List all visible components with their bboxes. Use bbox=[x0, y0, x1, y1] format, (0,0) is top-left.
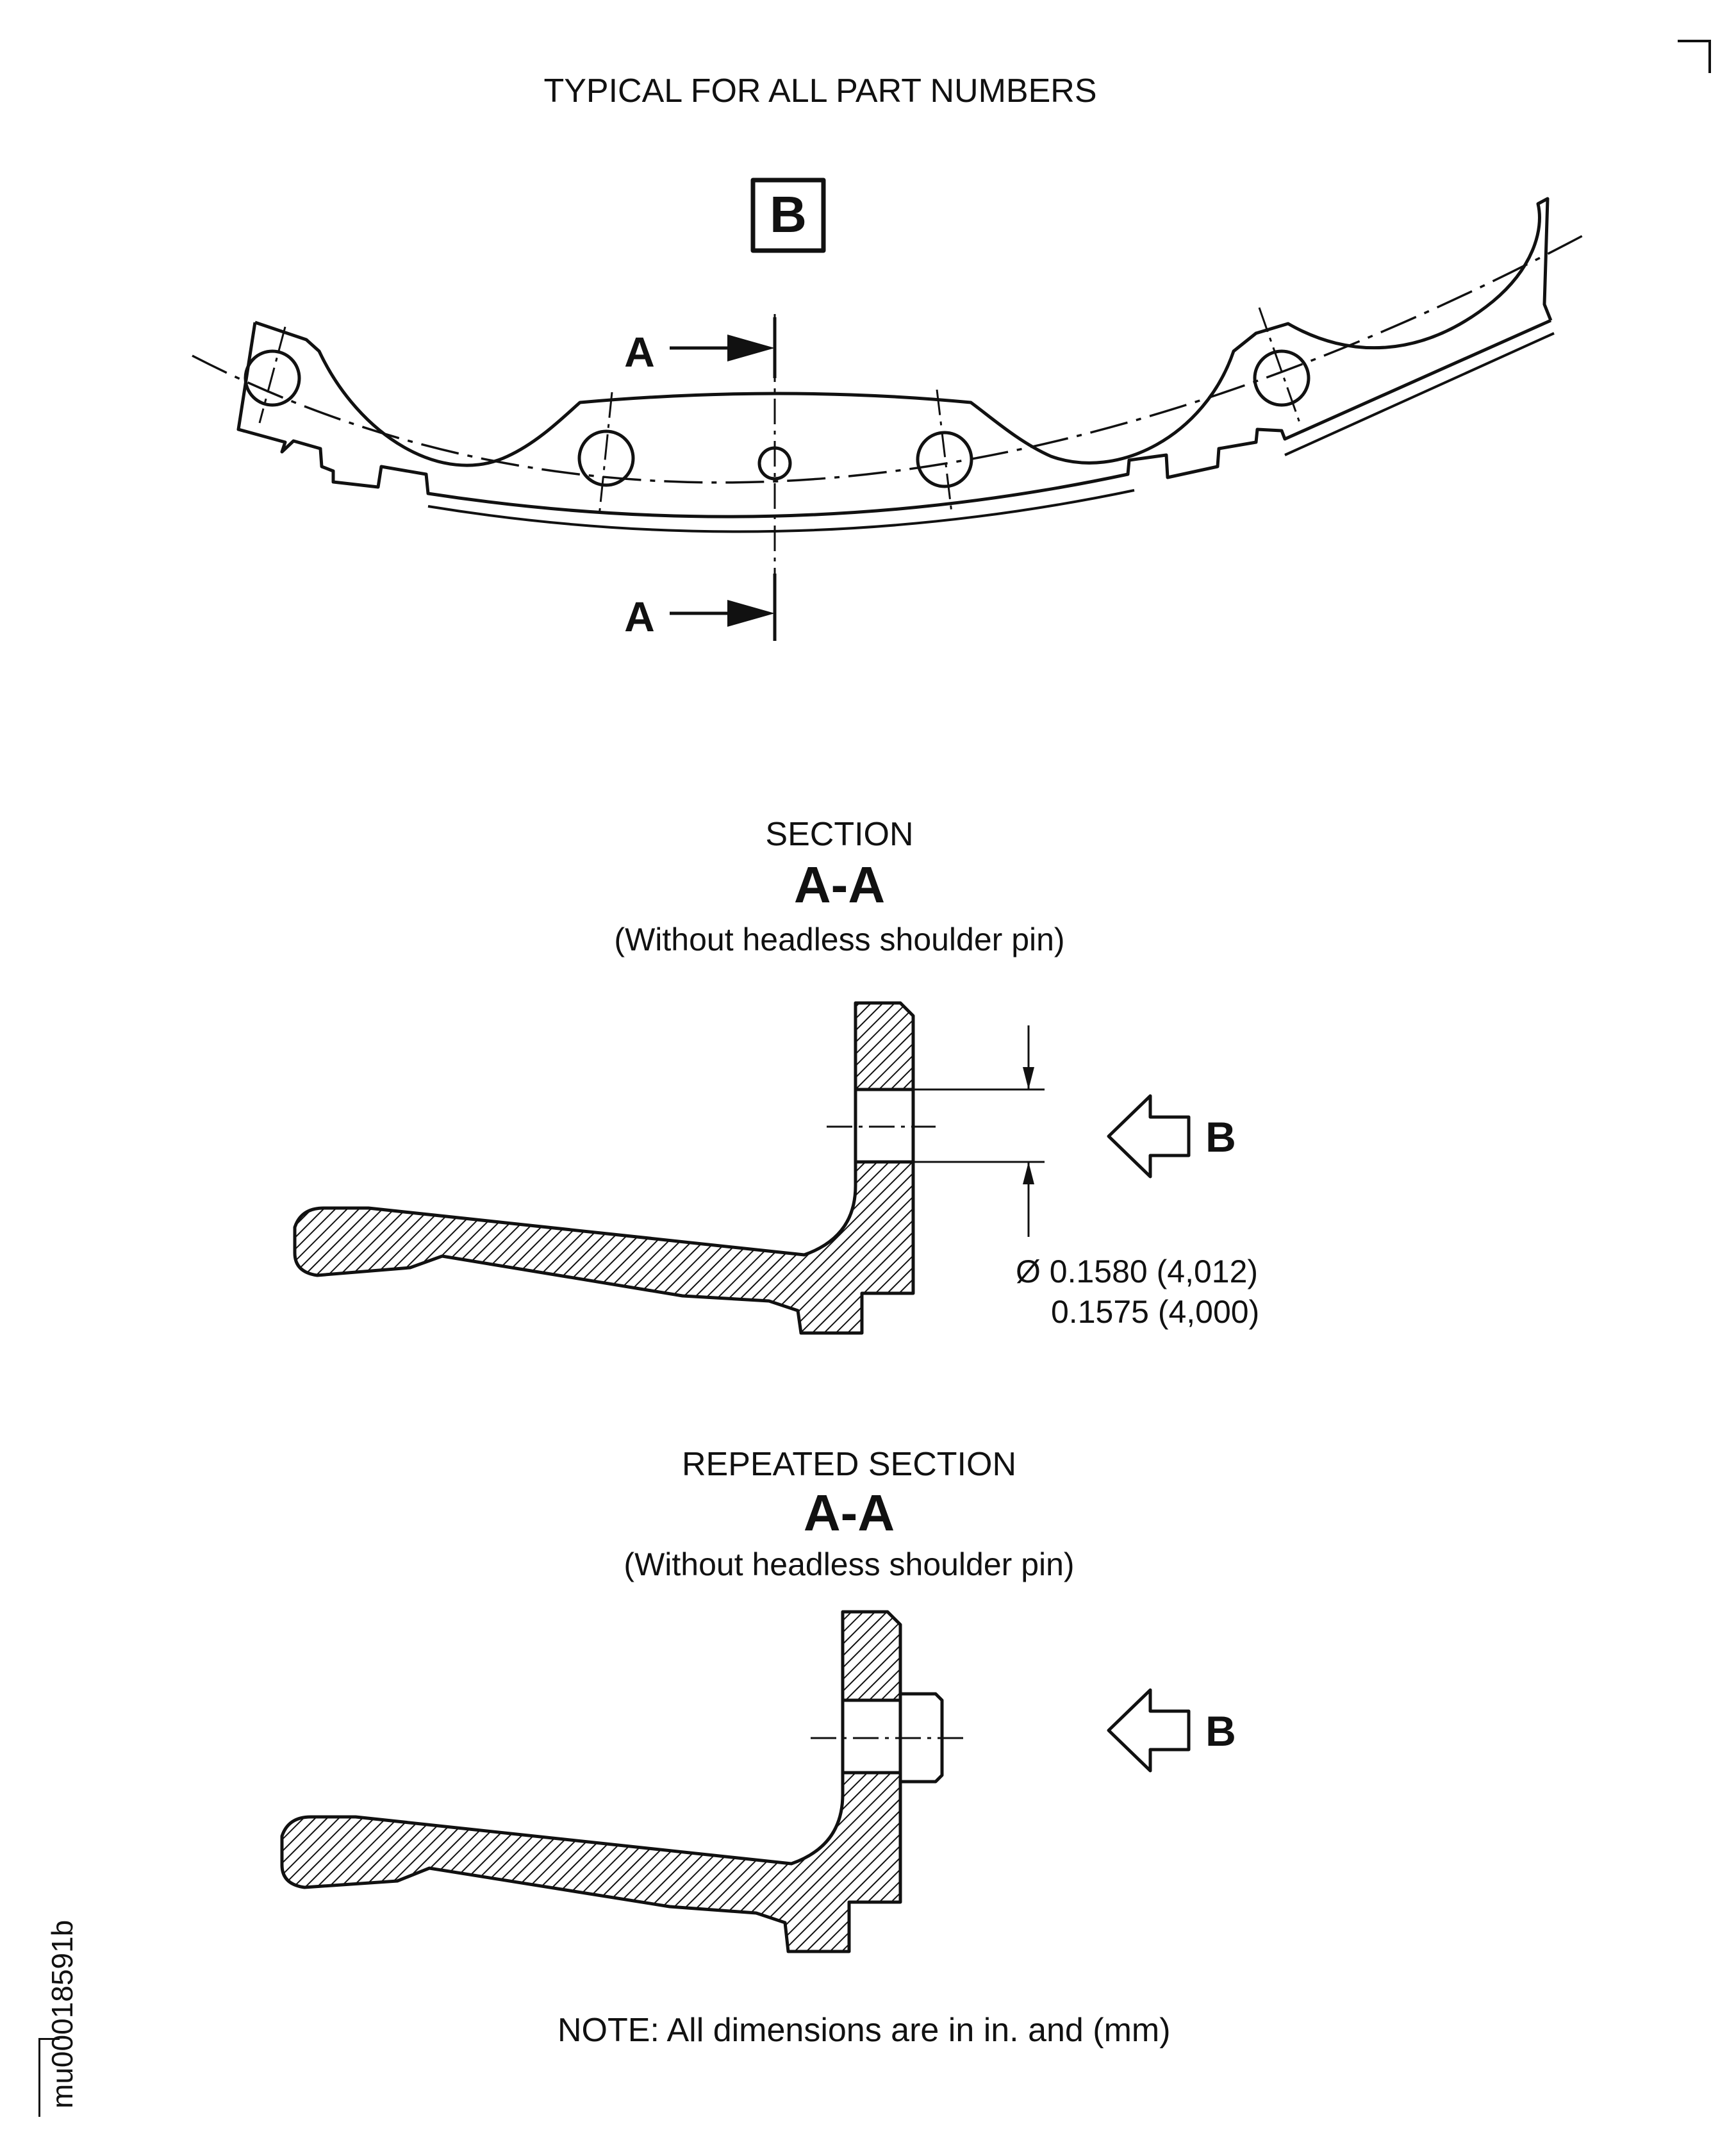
dimension-note: NOTE: All dimensions are in in. and (mm) bbox=[558, 2012, 1171, 2049]
section-2-pin-hole bbox=[841, 1698, 902, 1775]
section-cut-label-top: A bbox=[624, 328, 655, 376]
section-aa-2 bbox=[280, 1610, 1191, 1953]
bolt-hole-4 bbox=[1253, 349, 1310, 407]
ring-inner-lip bbox=[427, 489, 1135, 533]
bolt-hole-3 bbox=[916, 431, 973, 488]
corner-mark-top-right bbox=[1678, 40, 1711, 73]
section-2-profile bbox=[280, 1610, 902, 1953]
section-2-name: A-A bbox=[803, 1484, 895, 1541]
section-1-view-label: B bbox=[1205, 1113, 1236, 1161]
section-2-subtitle: (Without headless shoulder pin) bbox=[624, 1546, 1075, 1582]
section-2-view-arrow bbox=[1107, 1688, 1191, 1773]
section-aa-1 bbox=[293, 1001, 1191, 1335]
dimension-line-2: 0.1575 (4,000) bbox=[1051, 1294, 1260, 1330]
section-1-heading: SECTION bbox=[765, 816, 914, 853]
ring-inner-contour bbox=[236, 319, 1552, 518]
view-b-box bbox=[750, 178, 826, 253]
section-cut-label-bottom: A bbox=[624, 593, 655, 640]
bolt-hole-1 bbox=[244, 349, 301, 407]
section-1-view-arrow bbox=[1107, 1094, 1191, 1179]
bolt-circle-centerline bbox=[192, 233, 1587, 484]
section-2-view-label: B bbox=[1205, 1707, 1236, 1755]
section-1-name: A-A bbox=[793, 856, 886, 913]
section-1-subtitle: (Without headless shoulder pin) bbox=[614, 922, 1065, 957]
ring-outer-contour bbox=[254, 197, 1553, 467]
corner-mark-bottom-left bbox=[38, 2038, 60, 2117]
ring-segment-view bbox=[192, 178, 1587, 641]
dimension-line-1: Ø 0.1580 (4,012) bbox=[1016, 1254, 1259, 1289]
section-2-shoulder-pin bbox=[898, 1692, 944, 1784]
figure-code: mu00018591b bbox=[45, 1919, 79, 2108]
bolt-hole-2 bbox=[577, 429, 635, 487]
section-2-heading: REPEATED SECTION bbox=[681, 1446, 1016, 1483]
view-b-label: B bbox=[770, 186, 807, 243]
section-1-profile bbox=[293, 1001, 915, 1335]
page-title: TYPICAL FOR ALL PART NUMBERS bbox=[543, 72, 1097, 110]
